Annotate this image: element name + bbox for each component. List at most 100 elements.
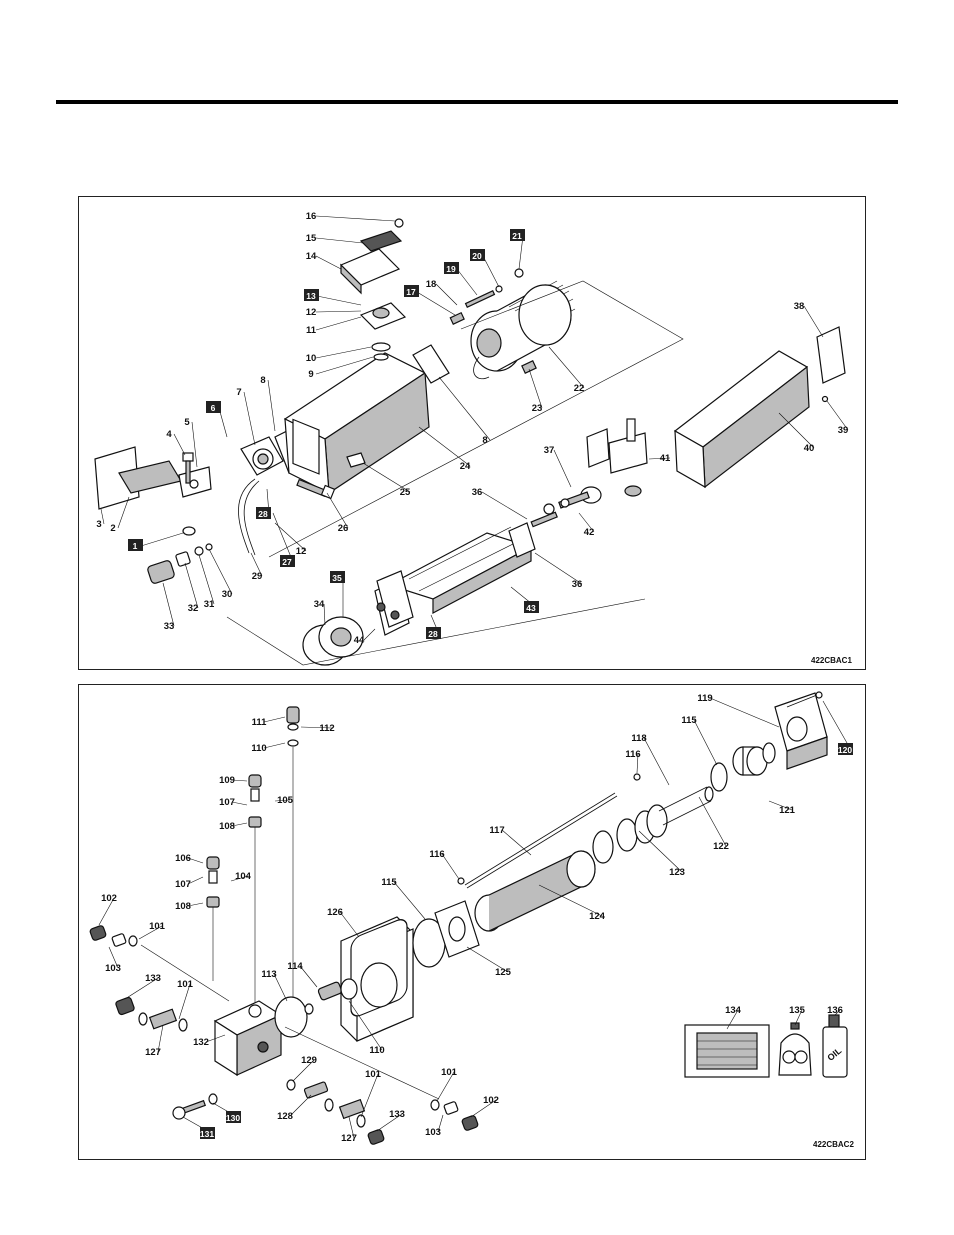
leader-line — [534, 552, 583, 585]
leader-line — [157, 1024, 164, 1053]
fitting-part — [304, 981, 343, 1015]
callout-box — [510, 229, 525, 241]
part-callout-label: 13 — [306, 291, 316, 301]
leader-line — [263, 742, 286, 749]
part-callout-label: 110 — [251, 743, 266, 754]
part-callout-label: 107 — [175, 879, 191, 890]
callout-box — [280, 555, 295, 567]
leader-line — [198, 554, 215, 605]
part-callout-label: 39 — [838, 425, 849, 436]
part-callout-label: 7 — [236, 387, 241, 398]
leader-line — [348, 1000, 383, 1051]
part-callout-label: 101 — [365, 1069, 382, 1080]
leader-line — [393, 881, 426, 920]
part-callout-label: 18 — [426, 279, 437, 290]
leader-line — [768, 800, 793, 811]
end-plate-part — [434, 900, 480, 958]
leader-line — [231, 822, 248, 827]
leader-line — [698, 796, 727, 847]
part-callout-label: 2 — [110, 523, 115, 534]
oil-bottle-part: OIL — [822, 1014, 848, 1078]
part-callout-label: 104 — [235, 871, 252, 882]
panel1-labels: 1234567889101112121314151617181920212223… — [96, 211, 848, 646]
gland-assembly-part — [732, 691, 828, 776]
callout-box — [330, 571, 345, 583]
part-callout-label: 133 — [389, 1109, 405, 1120]
leader-line — [501, 829, 532, 856]
leader-line — [230, 875, 249, 882]
part-callout-label: 117 — [489, 825, 504, 836]
part-callout-label: 44 — [354, 635, 365, 646]
leader-line — [117, 496, 130, 529]
part-callout-label: 23 — [532, 403, 543, 414]
part-callout-label: 36 — [572, 579, 583, 590]
part-callout-label: 122 — [713, 841, 729, 852]
part-callout-label: 101 — [177, 979, 194, 990]
leader-line — [315, 237, 364, 244]
seal-part — [346, 452, 366, 468]
part-callout-label: 128 — [277, 1111, 293, 1122]
part-callout-label: 131 — [200, 1129, 214, 1139]
part-callout-label: 1 — [133, 541, 138, 551]
leader-line — [316, 295, 362, 306]
part-callout-label: 22 — [574, 383, 585, 394]
part-callout-label: 107 — [219, 797, 235, 808]
part-callout-label: 124 — [589, 911, 606, 922]
part-callout-label: 110 — [369, 1045, 384, 1056]
part-callout-label: 129 — [301, 1055, 317, 1066]
leader-line — [124, 977, 159, 1000]
leader-line — [267, 379, 276, 432]
cylinder-housing-part — [340, 916, 414, 1042]
part-callout-label: 17 — [406, 287, 416, 297]
leader-line — [360, 1073, 379, 1118]
part-callout-label: 103 — [105, 963, 121, 974]
leader-line — [299, 965, 318, 988]
leader-line — [778, 412, 815, 449]
leader-line — [100, 508, 105, 525]
part-callout-label: 8 — [482, 435, 487, 446]
callout-box — [470, 249, 485, 261]
leader-line — [726, 1009, 739, 1030]
part-callout-label: 10 — [306, 353, 317, 364]
callout-box — [128, 539, 143, 551]
terminal-box-part — [359, 302, 407, 361]
part-callout-label: 19 — [446, 264, 456, 274]
leader-line — [437, 1114, 444, 1133]
leader-line — [300, 726, 333, 729]
part-callout-label: 130 — [226, 1113, 240, 1123]
nut-116-part — [633, 773, 641, 781]
part-callout-label: 134 — [725, 1005, 742, 1016]
callout-box — [256, 507, 271, 519]
leader-line — [376, 1113, 403, 1132]
part-callout-label: 126 — [327, 907, 343, 918]
leader-line — [315, 356, 374, 375]
leader-line — [528, 368, 543, 409]
leader-line — [187, 876, 204, 885]
valve-stack-part — [206, 706, 300, 908]
leader-line — [292, 1059, 315, 1082]
leader-line — [416, 291, 456, 316]
leader-line — [274, 522, 307, 552]
leader-line — [98, 897, 115, 926]
leader-line — [162, 582, 175, 627]
leader-line — [481, 491, 528, 520]
drawing-code: 422CBAC2 — [813, 1140, 854, 1149]
callout-box — [426, 627, 441, 639]
part-callout-label: 3 — [96, 519, 101, 530]
leader-line — [208, 548, 233, 595]
leader-line — [435, 283, 458, 306]
part-callout-label: 15 — [306, 233, 317, 244]
cable-part — [238, 478, 256, 554]
leader-line — [794, 1009, 803, 1026]
callout-box — [838, 743, 853, 755]
leader-line — [191, 421, 198, 468]
cylinder-exploded-drawing: OIL 101101101101102102103103104105106107… — [89, 691, 854, 1149]
leader-line — [289, 1094, 312, 1117]
leader-line — [441, 853, 460, 880]
part-callout-label: 105 — [277, 795, 294, 806]
part-callout-label: 27 — [282, 557, 292, 567]
part-callout-label: 31 — [204, 599, 215, 610]
part-callout-label: 116 — [625, 749, 640, 760]
drawing-code: 422CBAC1 — [811, 656, 852, 665]
